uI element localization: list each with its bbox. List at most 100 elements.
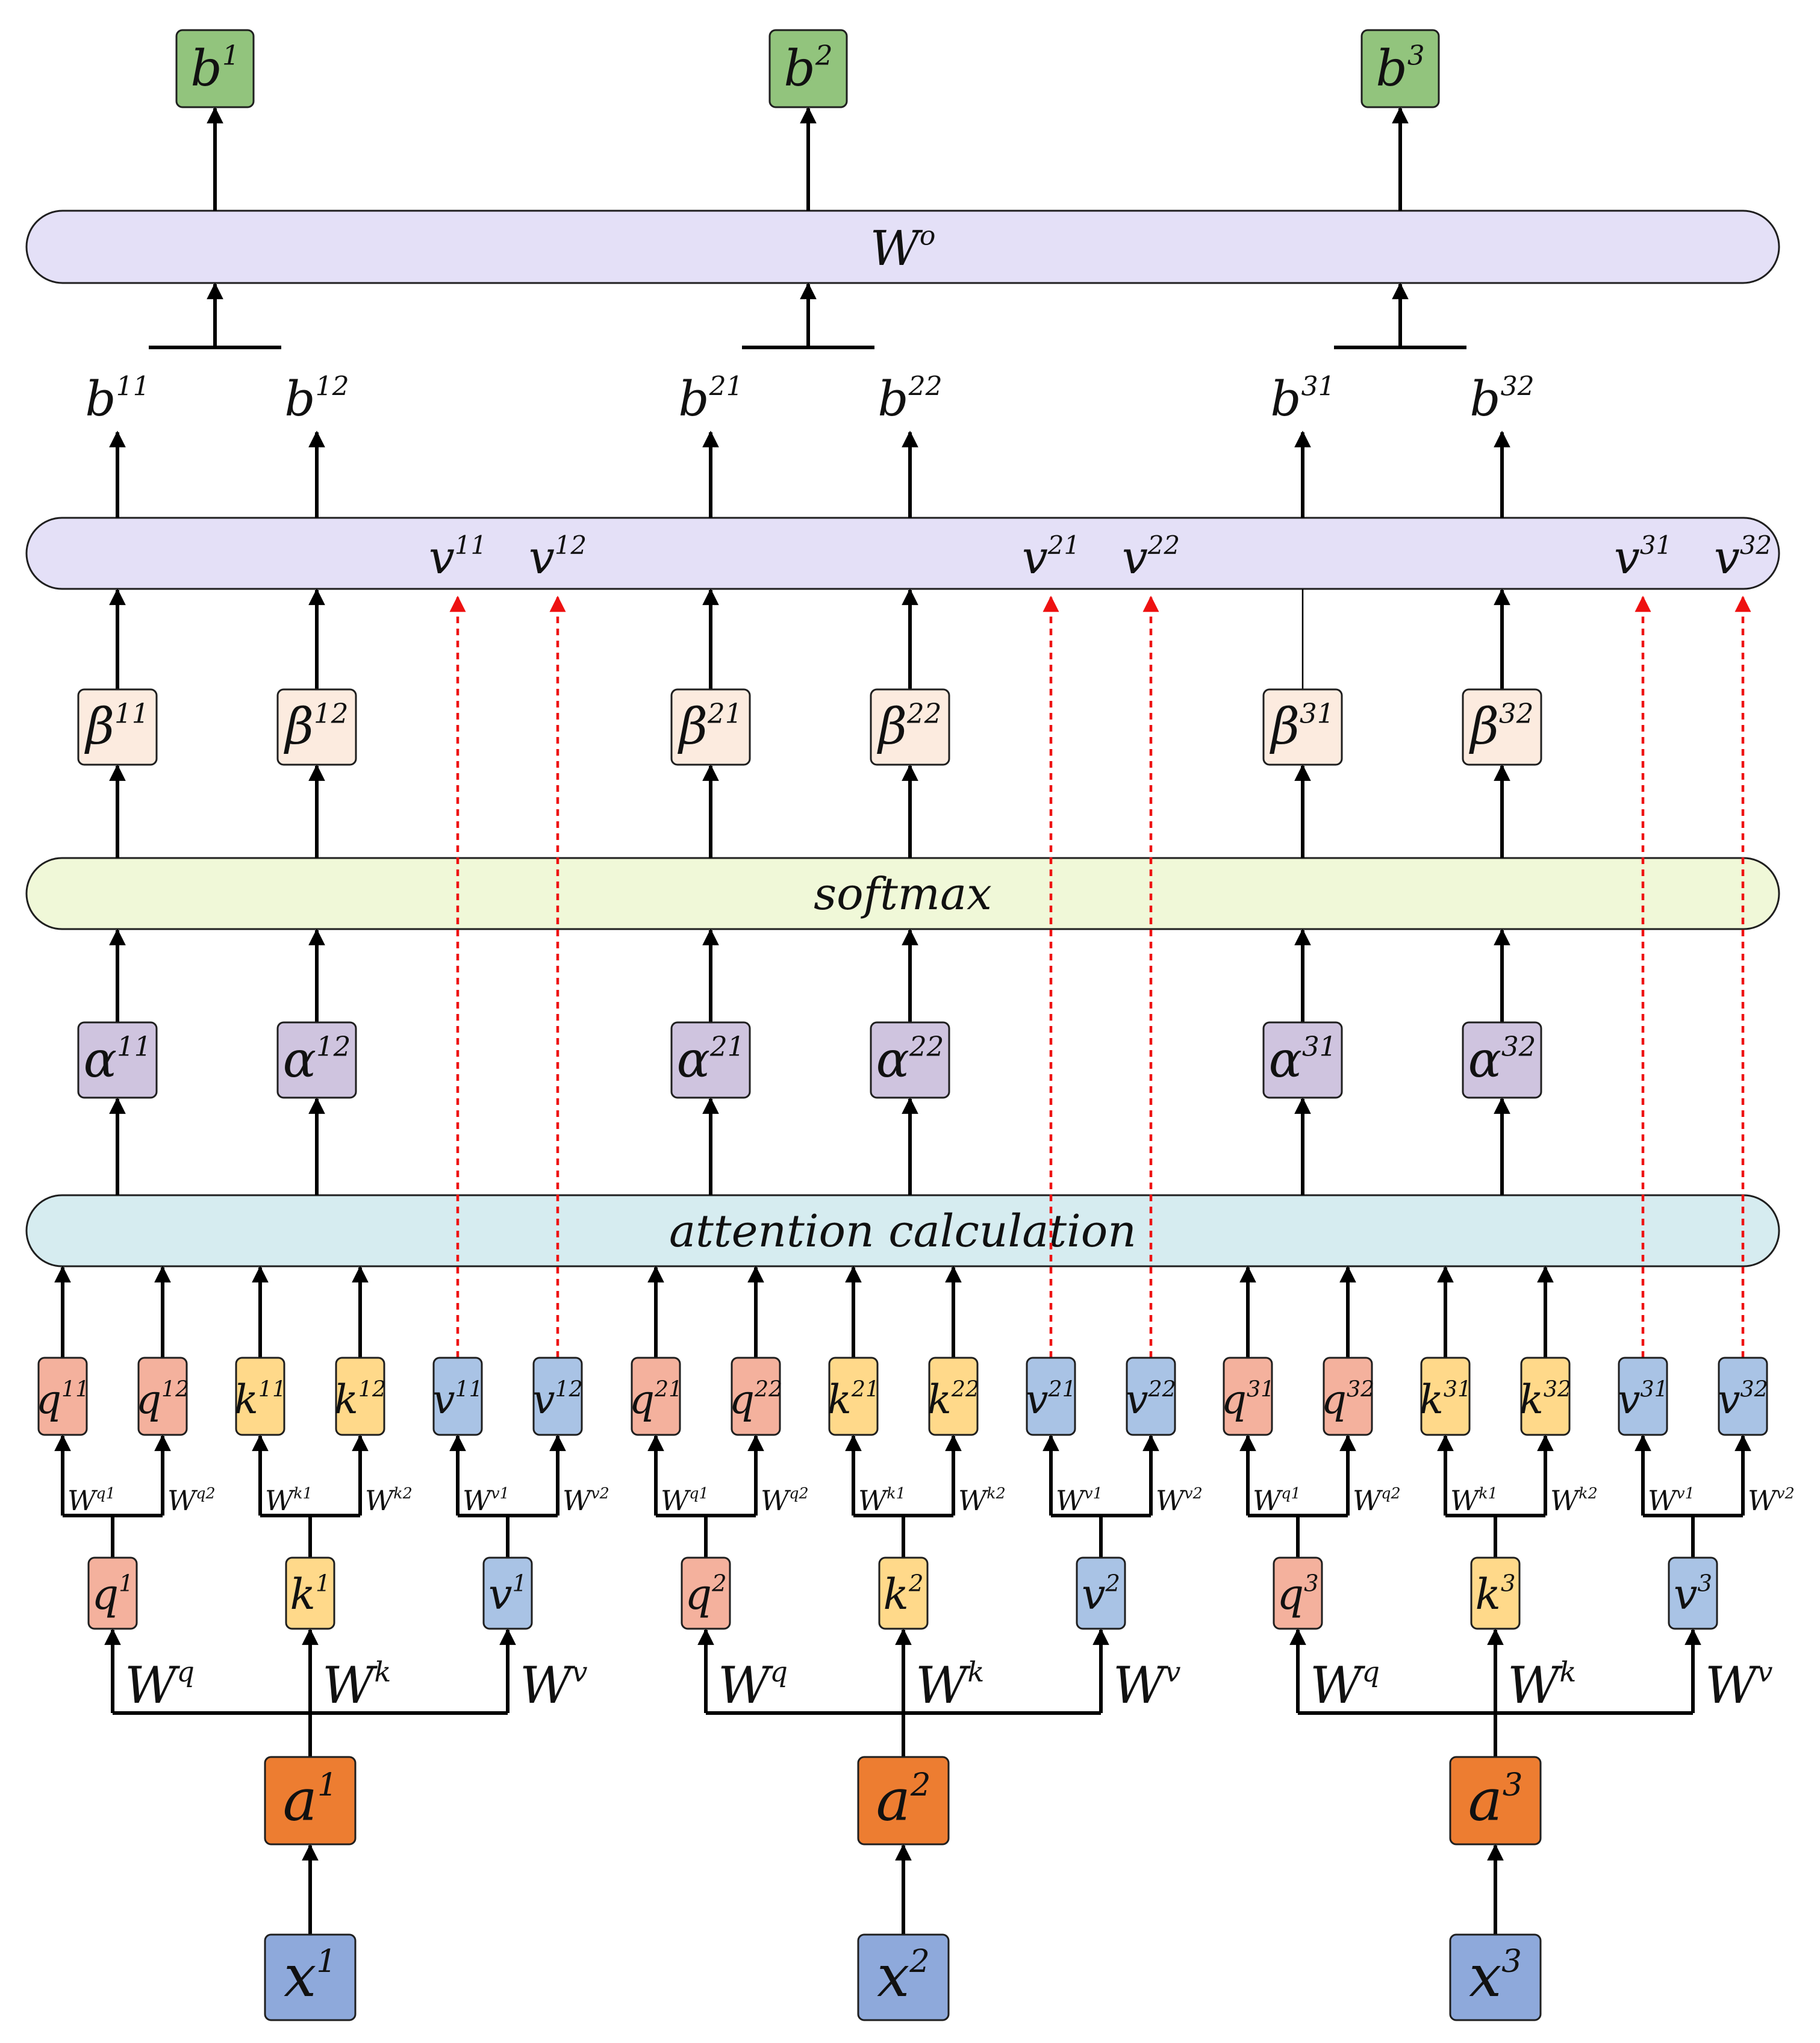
k-vector-k1-label: k1 [290,1570,331,1619]
v-vector-v1-label: v1 [488,1570,527,1619]
weight-beta12-label: β12 [284,698,349,756]
head-q22-box [731,1357,781,1436]
score-alpha31-label: α31 [1269,1031,1337,1089]
weight-wq-label: Wq [1310,1656,1380,1715]
head-q31-box [1223,1357,1273,1436]
wo-label: Wo [870,220,936,276]
score-alpha21-label: α21 [677,1031,745,1089]
head-k32-label: k32 [1519,1376,1571,1423]
weight-wv2-label: Wv2 [1156,1484,1203,1517]
score-alpha11-box [77,1021,158,1099]
head-v12: v12 [532,1357,583,1436]
q-vector-q1: q1 [87,1556,138,1630]
weight-beta31-box [1262,688,1343,766]
head-v32-box [1718,1357,1768,1436]
v-vector-v3-label: v3 [1674,1570,1712,1619]
output-b1-label: b1 [190,40,239,98]
q-vector-q2: q2 [681,1556,731,1630]
weight-beta22-label: β22 [877,698,942,756]
head-k22-label: k22 [927,1376,979,1423]
embedding-a3: a3 [1449,1756,1542,1846]
weight-wk-label: Wk [1507,1656,1576,1715]
head-k11-box [235,1357,285,1436]
weight-wk2-label: Wk2 [958,1484,1006,1517]
v-vector-v1: v1 [482,1556,533,1630]
weight-beta32-label: β32 [1469,698,1534,756]
embedding-a2: a2 [857,1756,950,1846]
head-output-bar [25,517,1780,590]
k-vector-k2-label: k2 [884,1570,924,1619]
output-b1-box [175,29,255,108]
input-x2-label: x2 [877,1942,930,2010]
q-vector-q3-label: q3 [1277,1570,1318,1619]
head-q21-box [631,1357,681,1436]
v-vector-v1-box [482,1556,533,1630]
q-vector-q3: q3 [1273,1556,1323,1630]
weight-beta32-box [1462,688,1542,766]
score-alpha11-label: α11 [84,1031,152,1089]
head-v12-box [532,1357,583,1436]
score-alpha31: α31 [1262,1021,1343,1099]
k-vector-k2-box [878,1556,929,1630]
score-alpha12-label: α12 [283,1031,351,1089]
weight-wv1-label: Wv1 [463,1484,510,1517]
weight-wq-label: Wq [125,1656,195,1715]
passthrough-v11: v11 [429,530,487,584]
weight-wq1-label: Wq1 [67,1484,116,1517]
head-v22-label: v22 [1126,1376,1176,1423]
head-v31-box [1618,1357,1668,1436]
weight-beta21: β21 [670,688,751,766]
score-alpha22-label: α22 [876,1031,944,1089]
score-alpha22: α22 [870,1021,950,1099]
weight-beta12: β12 [276,688,357,766]
score-alpha31-box [1262,1021,1343,1099]
head-q12-label: q12 [136,1376,189,1423]
input-x2-box [857,1933,950,2021]
score-alpha32-label: α32 [1468,1031,1536,1089]
head-k12-label: k12 [334,1376,386,1423]
embedding-a1-label: a1 [283,1766,338,1833]
head-k22-box [928,1357,979,1436]
score-alpha32-box [1462,1021,1542,1099]
weight-wv-label: Wv [1705,1656,1772,1715]
input-x1-label: x1 [284,1942,337,2010]
weight-wq2-label: Wq2 [167,1484,216,1517]
head-output-b11: b11 [85,371,149,427]
head-output-b22: b22 [877,371,942,427]
v-vector-v3: v3 [1668,1556,1718,1630]
passthrough-v32: v32 [1714,530,1772,584]
head-k32-box [1520,1357,1571,1436]
score-alpha21-box [670,1021,751,1099]
q-vector-q2-box [681,1556,731,1630]
score-alpha12-box [276,1021,357,1099]
head-output-b32: b32 [1469,371,1534,427]
k-vector-k2: k2 [878,1556,929,1630]
head-q11-box [37,1357,88,1436]
passthrough-v22: v22 [1122,530,1180,584]
attention-calculation-label: attention calculation [669,1205,1136,1257]
k-vector-k3-box [1470,1556,1521,1630]
weight-wv-label: Wv [520,1656,587,1715]
weight-wv1-label: Wv1 [1056,1484,1103,1517]
head-v31-label: v31 [1618,1376,1668,1423]
input-x1: x1 [264,1933,357,2021]
head-k12-box [335,1357,385,1436]
head-q32-label: q32 [1321,1376,1374,1423]
weight-beta22: β22 [870,688,950,766]
head-v31: v31 [1618,1357,1668,1436]
output-b3: b3 [1360,29,1440,108]
weight-wk2-label: Wk2 [1550,1484,1598,1517]
output-b3-label: b3 [1376,40,1424,98]
head-k32: k32 [1519,1357,1571,1436]
weight-wv-label: Wv [1113,1656,1180,1715]
output-b2: b2 [768,29,848,108]
k-vector-k3: k3 [1470,1556,1521,1630]
input-x3: x3 [1449,1933,1542,2021]
head-v11-box [432,1357,483,1436]
embedding-a1-box [264,1756,357,1846]
embedding-a3-box [1449,1756,1542,1846]
weight-wk-label: Wk [322,1656,391,1715]
embedding-a1: a1 [264,1756,357,1846]
